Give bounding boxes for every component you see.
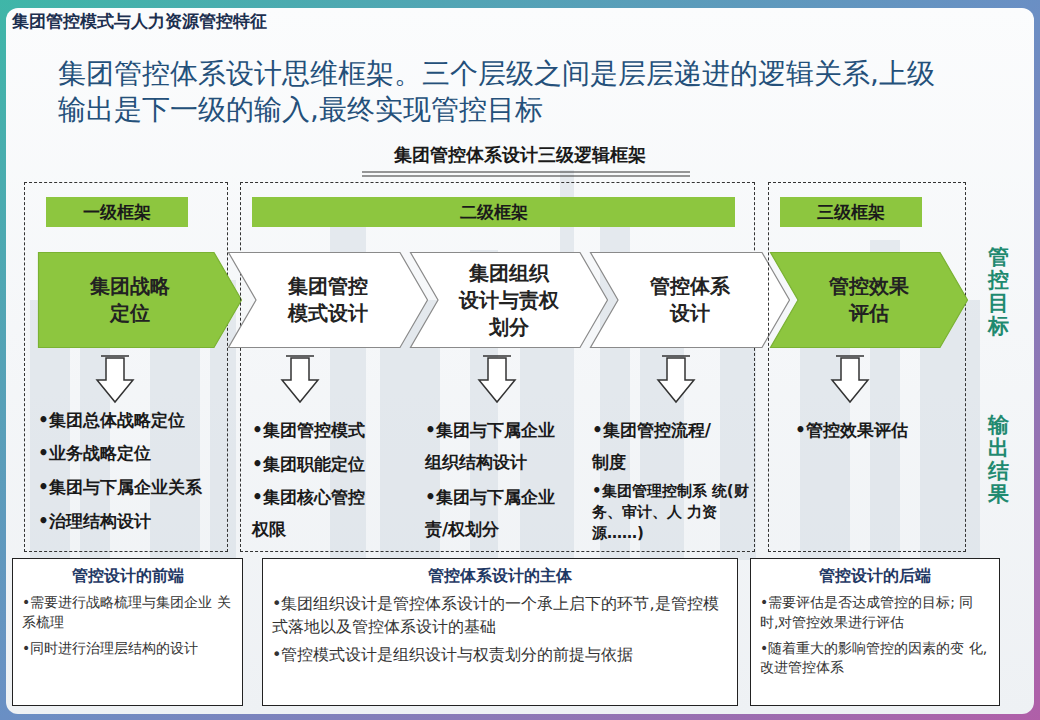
- chevron-outline: [411, 253, 608, 348]
- chevron-shape: [38, 252, 242, 348]
- chevron-label: 集团战略 定位: [90, 273, 170, 327]
- process-chevron: 集团管控 模式设计: [228, 252, 428, 348]
- chevron-label: 管控效果 评估: [829, 273, 909, 327]
- band-label: 三级框架: [817, 201, 885, 224]
- bullet-item: •集团管理控制系 统(财务、审计、人 力资源……): [592, 481, 750, 544]
- chevron-outline: [771, 253, 968, 348]
- framework-frame: 一级框架集团战略 定位 •集团总体战略定位•业务战略定位•集团与下属企业关系•治理…: [24, 182, 228, 552]
- bullet-item: •集团与下属企业关系: [38, 471, 202, 503]
- arrow-cap: [836, 355, 864, 357]
- down-arrow: [479, 358, 515, 402]
- chevron-shape: [770, 252, 968, 348]
- chevron-label: 集团管控 模式设计: [288, 273, 368, 327]
- city-skyline: [30, 170, 980, 560]
- arrow-cap: [101, 355, 129, 357]
- box-text: •管控模式设计是组织设计与权责划分的前提与依据: [272, 644, 728, 666]
- box-heading: 管控体系设计的主体: [272, 565, 728, 587]
- bullet-item: •业务战略定位: [38, 437, 151, 469]
- underline: [362, 171, 690, 172]
- down-arrows: [97, 356, 868, 402]
- subtitle: 集团管控体系设计思维框架。三个层级之间是层层递进的逻辑关系,上级 输出是下一级的…: [58, 56, 1008, 128]
- card: [6, 8, 1034, 714]
- chevron-shape: [228, 252, 428, 348]
- building: [560, 170, 574, 560]
- chevron-shape: [590, 252, 790, 348]
- note-box: 管控设计的前端 •需要进行战略梳理与集团企业 关系梳理 •同时进行治理层结构的设计: [12, 558, 243, 706]
- process-chevron: 集团战略 定位: [38, 252, 242, 348]
- bullet-item: •集团总体战略定位: [38, 404, 185, 436]
- down-arrow: [832, 358, 868, 402]
- chevron-label: 集团组织 设计与责权 划分: [459, 260, 559, 341]
- chevron-outline: [591, 253, 790, 348]
- band-label: 二级框架: [460, 201, 528, 224]
- title-underline: [362, 172, 690, 176]
- level-band: 三级框架: [780, 197, 922, 227]
- chevron-outline: [229, 253, 428, 348]
- note-box: 管控体系设计的主体 •集团组织设计是管控体系设计的一个承上启下的环节,是管控模 式…: [262, 558, 738, 706]
- box-text: •需要进行战略梳理与集团企业 关系梳理: [22, 593, 233, 632]
- box-heading: 管控设计的后端: [760, 565, 990, 587]
- band-label: 一级框架: [83, 201, 151, 224]
- level-band: 二级框架: [252, 197, 735, 227]
- box-text: •需要评估是否达成管控的目标; 同时,对管控效果进行评估: [760, 593, 990, 632]
- arrow-cap: [662, 355, 690, 357]
- process-chevron: 管控体系 设计: [590, 252, 790, 348]
- bullet-item: •集团职能定位: [252, 448, 365, 480]
- bullet-item: •集团核心管控 权限: [252, 481, 377, 545]
- framework-title: 集团管控体系设计三级逻辑框架: [330, 143, 710, 167]
- level-band: 一级框架: [46, 197, 188, 227]
- box-text: •集团组织设计是管控体系设计的一个承上启下的环节,是管控模 式落地以及管控体系设…: [272, 593, 728, 638]
- bullet-item: •集团管控模式: [252, 414, 365, 446]
- side-label: 输出结果: [988, 414, 1009, 506]
- note-box: 管控设计的后端 •需要评估是否达成管控的目标; 同时,对管控效果进行评估 •随着重大…: [750, 558, 1000, 706]
- framework-frame: 三级框架管控效果 评估 •管控效果评估: [768, 182, 966, 552]
- arrow-cap: [286, 355, 314, 357]
- bullet-item: •治理结构设计: [38, 505, 151, 537]
- building: [150, 330, 200, 560]
- process-chevron: 管控效果 评估: [770, 252, 968, 348]
- underline: [362, 175, 690, 176]
- bullet-item: •集团与下属企业 责/权划分: [425, 481, 565, 545]
- process-chevron: 集团组织 设计与责权 划分: [410, 252, 608, 348]
- framework-frame: 二级框架集团管控 模式设计 集团组织 设计与责权 划分 管控体系 设计 •集团管控模式…: [240, 182, 755, 552]
- chevron-label: 管控体系 设计: [650, 273, 730, 327]
- chevron-outline: [39, 253, 242, 348]
- side-label: 管控目标: [988, 246, 1009, 338]
- down-arrow: [97, 358, 133, 402]
- bullet-item: •集团与下属企业 组织结构设计: [425, 414, 585, 478]
- box-text: •同时进行治理层结构的设计: [22, 639, 233, 659]
- bullet-item: •集团管控流程/ 制度: [592, 414, 722, 478]
- box-text: •随着重大的影响管控的因素的变 化,改进管控体系: [760, 639, 990, 678]
- page-title: 集团管控模式与人力资源管控特征: [12, 10, 267, 33]
- box-heading: 管控设计的前端: [22, 565, 233, 587]
- arrow-cap: [483, 355, 511, 357]
- down-arrow: [658, 358, 694, 402]
- bullet-item: •管控效果评估: [795, 414, 908, 446]
- down-arrow: [282, 358, 318, 402]
